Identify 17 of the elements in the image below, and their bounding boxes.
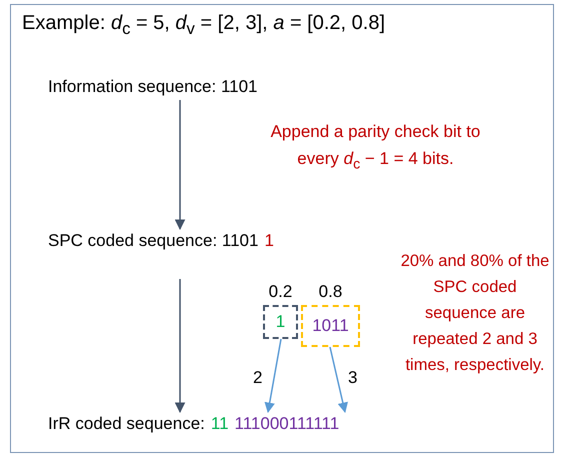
sequence-label: Information sequence: 1101 [48, 77, 258, 96]
bit-string: 1 [264, 231, 274, 250]
arrow [174, 279, 186, 414]
bit-group: 1011 [312, 316, 349, 336]
bit-string: 11 [210, 414, 229, 433]
annotation-note: 20% and 80% of the SPC coded sequence are repeated 2 and 3 times, respectively. [400, 251, 550, 376]
fraction-label: 0.2 [268, 282, 294, 302]
arrow [329, 346, 348, 414]
title: Example: d$_{c}$ = 5, d$_{v}$ = [2, 3], a = [0.2, 0.8] [22, 12, 386, 39]
arrow [264, 338, 282, 414]
annotation-note: Append a parity check bit to every d$_{c}$ − 1 = 4 bits. [270, 121, 482, 175]
bit-string: 111000111111 [234, 414, 340, 433]
bit-group: 1 [276, 312, 286, 332]
fraction-label: 0.8 [318, 282, 344, 302]
sequence-label: SPC coded sequence: 1101 [48, 231, 258, 250]
sequence-label: IrR coded sequence: [48, 414, 205, 433]
arrow [174, 100, 186, 230]
